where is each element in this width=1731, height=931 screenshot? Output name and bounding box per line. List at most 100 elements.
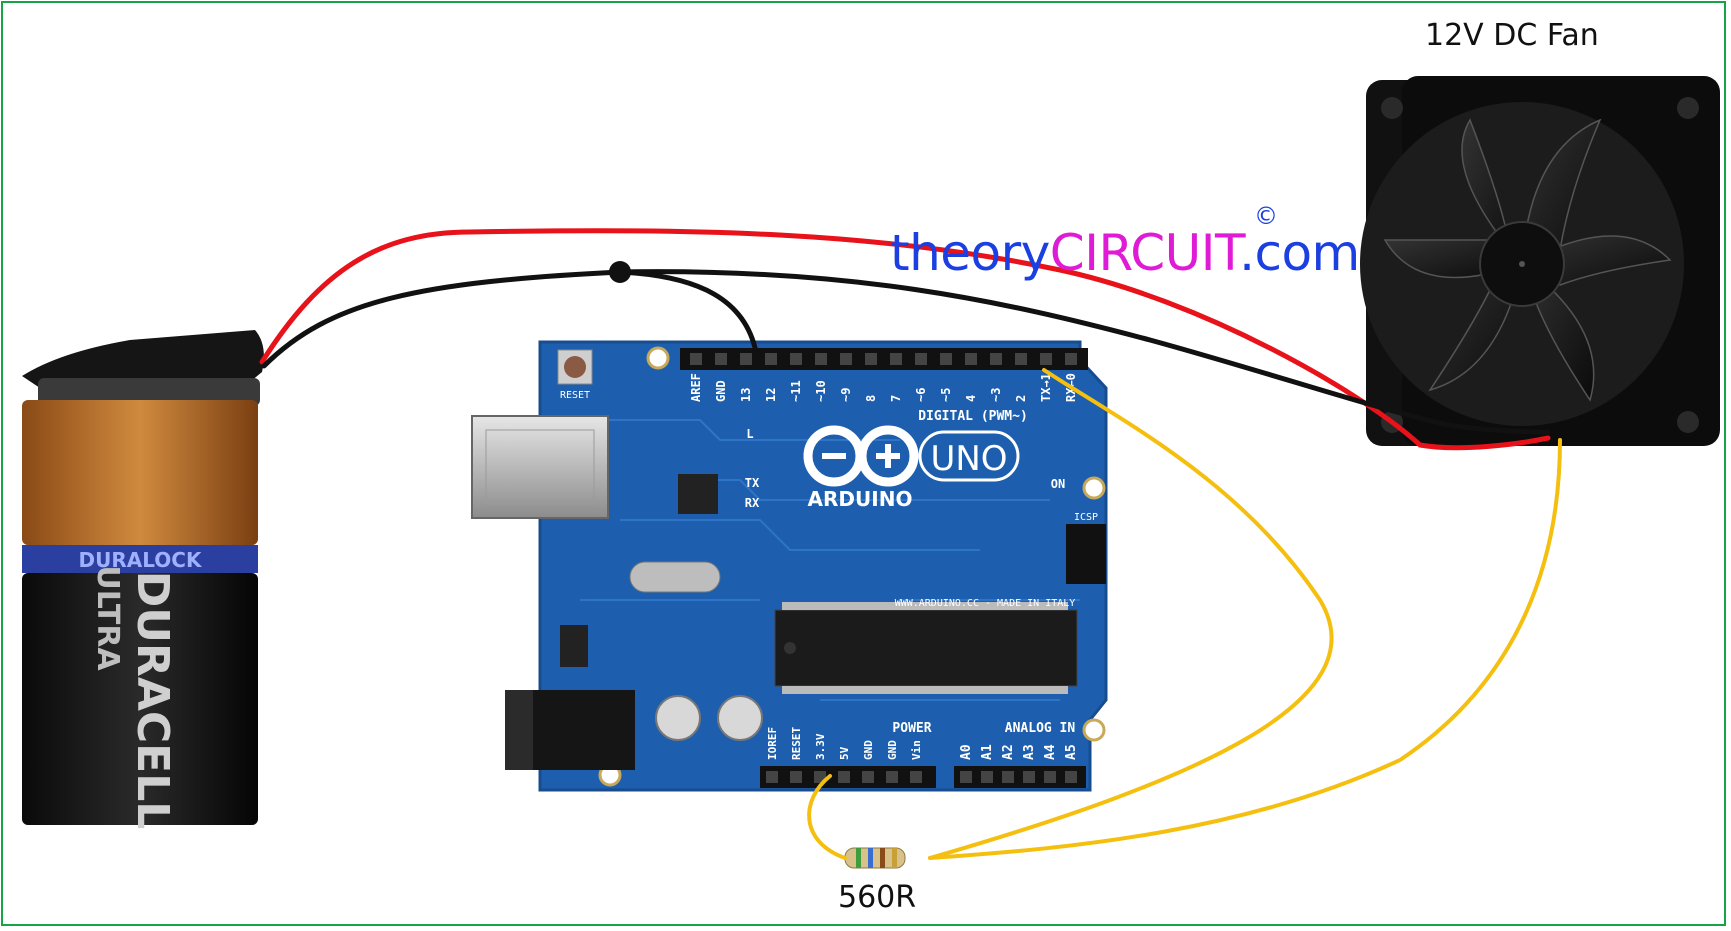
resistor-band (856, 848, 861, 868)
digital-pin-label: 2 (1014, 395, 1028, 402)
atmega-chip-notch (784, 642, 796, 654)
board-name: UNO (930, 439, 1007, 479)
power-pin-label: GND (886, 740, 899, 760)
digital-pin-label: ~5 (939, 388, 953, 402)
digital-pin-label: 12 (764, 388, 778, 402)
digital-pin-label: ~6 (914, 388, 928, 402)
wire-black-ground (261, 269, 1551, 435)
pin-hole (790, 353, 802, 365)
power-pin-label: GND (862, 740, 875, 760)
battery-black-body (22, 573, 258, 825)
uno-badge (918, 430, 1020, 482)
reset-label: RESET (560, 390, 590, 401)
pin-hole (766, 771, 778, 783)
digital-pin-label: ~9 (839, 388, 853, 402)
board-url: WWW.ARDUINO.CC - MADE IN ITALY (895, 598, 1076, 609)
pin-hole (1065, 771, 1077, 783)
usb-controller-chip (678, 474, 718, 514)
fan-label: 12V DC Fan (1425, 18, 1599, 53)
board-maker: ARDUINO (808, 487, 913, 511)
rx-led-label: RX (745, 496, 760, 510)
battery-copper-top (22, 400, 258, 545)
bottom-pin-holes (766, 771, 1077, 783)
digital-header (680, 348, 1088, 370)
voltage-regulator (560, 625, 588, 667)
pin-hole (1002, 771, 1014, 783)
usb-port-inner (485, 429, 595, 505)
analog-pin-label: A3 (1022, 744, 1037, 760)
pin-hole (840, 353, 852, 365)
icsp-header (1066, 524, 1106, 584)
atmega-chip (774, 609, 1078, 687)
pin-hole (910, 771, 922, 783)
digital-pin-label: 7 (889, 395, 903, 402)
wire-yellow-fan (928, 438, 1562, 860)
battery-branding: DURACELL ULTRA (90, 565, 178, 829)
analog-pin-label: A4 (1043, 744, 1058, 760)
battery-line-text: ULTRA (90, 565, 125, 671)
fan-corner-hole (1381, 97, 1403, 119)
pin-hole (790, 771, 802, 783)
pin-hole (965, 353, 977, 365)
analog-pin-label: A0 (959, 744, 974, 760)
pin-hole (1065, 353, 1077, 365)
dc-power-jack-front (505, 690, 533, 770)
power-pin-label: RESET (790, 727, 803, 760)
pin-hole (890, 353, 902, 365)
fan-blade (1461, 118, 1523, 265)
fan-hub-center (1519, 261, 1525, 267)
capacitor (655, 695, 701, 741)
power-pin-label: IOREF (766, 727, 779, 760)
resistor-label: 560R (838, 880, 917, 915)
pin-hole (1044, 771, 1056, 783)
battery-blue-band (22, 545, 258, 573)
arduino-uno-board: RESET ICSP (471, 340, 1108, 792)
battery-9v: DURALOCK DURACELL ULTRA (22, 330, 264, 829)
pin-hole (865, 353, 877, 365)
power-pin-label: Vin (910, 740, 923, 760)
digital-pin-label: 4 (964, 395, 978, 402)
fan-corner-hole (1677, 97, 1699, 119)
battery-band-text: DURALOCK (79, 548, 203, 572)
brand-part1: theory (890, 224, 1050, 282)
mounting-hole (1082, 718, 1106, 742)
on-led-label: ON (1051, 477, 1065, 491)
pin-hole (862, 771, 874, 783)
mounting-hole (646, 346, 670, 370)
resistor-band (892, 848, 897, 868)
pin-hole (690, 353, 702, 365)
analog-pin-label: A1 (980, 744, 995, 760)
copyright-symbol: © (1254, 202, 1278, 230)
icsp-label: ICSP (1074, 512, 1098, 523)
fan-corner-hole (1677, 411, 1699, 433)
digital-pin-holes (690, 353, 1077, 365)
pin-hole (981, 771, 993, 783)
pin-hole (1015, 353, 1027, 365)
pin-hole (838, 771, 850, 783)
arduino-logo (803, 425, 919, 487)
reset-button-cap (564, 356, 586, 378)
ground-junction (609, 261, 631, 283)
pin-hole (1040, 353, 1052, 365)
brand-part2: CIRCUIT (1049, 224, 1240, 282)
capacitor (717, 695, 763, 741)
pin-hole (886, 771, 898, 783)
mounting-hole (1082, 476, 1106, 500)
wire-yellow-pin2 (928, 368, 1334, 860)
battery-snap-connector (22, 330, 264, 388)
analog-label: ANALOG IN (1005, 721, 1076, 736)
pin-hole (815, 353, 827, 365)
wire-yellow-3v3 (807, 774, 847, 860)
power-pin-label: 3.3V (814, 733, 827, 760)
digital-pin-label: 13 (739, 388, 753, 402)
atmega-pins (782, 602, 1068, 694)
pin-hole (960, 771, 972, 783)
digital-pin-label: ~3 (989, 388, 1003, 402)
digital-pin-label: TX→1 (1039, 373, 1053, 402)
tx-led-label: TX (745, 476, 760, 490)
pin-hole (740, 353, 752, 365)
